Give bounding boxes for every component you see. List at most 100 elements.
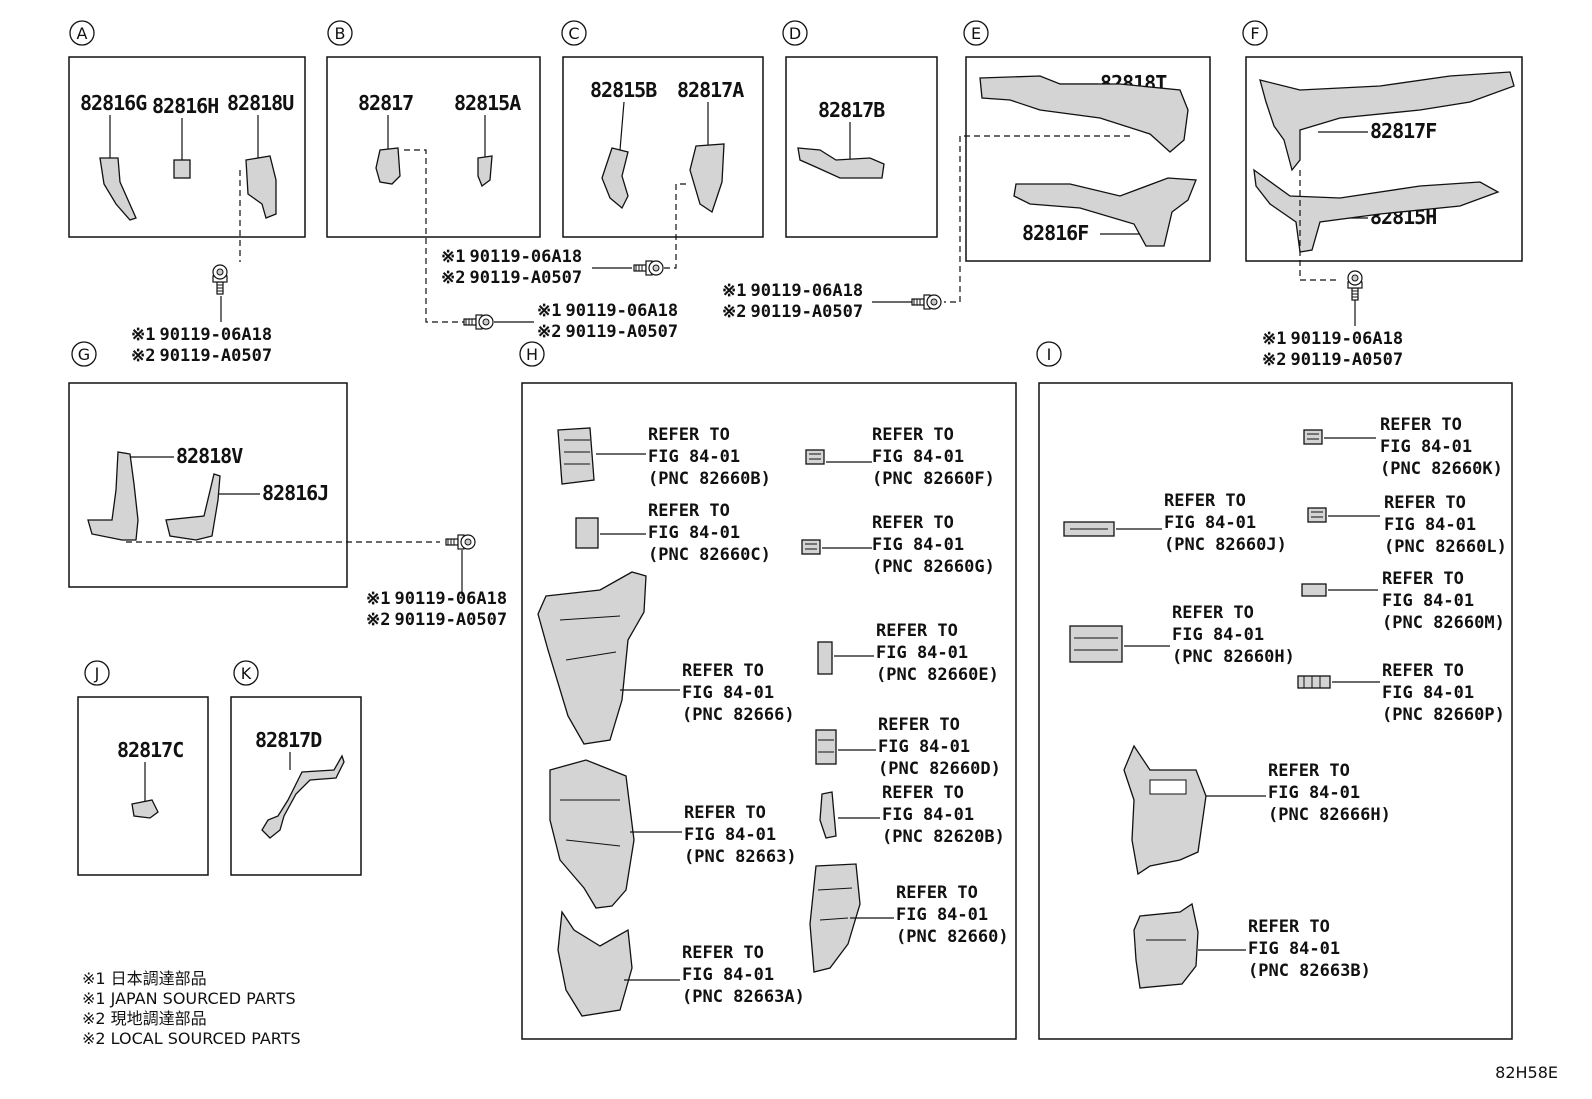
svg-text:REFER TO: REFER TO <box>896 883 978 903</box>
box-e <box>965 56 1211 262</box>
bolt-icon <box>633 260 664 276</box>
refer-82660m: REFER TO FIG 84-01 (PNC 82660M) <box>1301 569 1505 633</box>
svg-text:A: A <box>77 24 88 43</box>
svg-text:FIG 84-01: FIG 84-01 <box>1382 683 1474 703</box>
section-label-d: D <box>782 20 808 46</box>
refer-82660h: REFER TO FIG 84-01 (PNC 82660H) <box>1069 603 1295 667</box>
svg-text:REFER TO: REFER TO <box>682 943 764 963</box>
svg-text:FIG 84-01: FIG 84-01 <box>1380 437 1472 457</box>
section-label-a: A <box>69 20 95 46</box>
svg-text:REFER TO: REFER TO <box>684 803 766 823</box>
refer-82660d: REFER TO FIG 84-01 (PNC 82660D) <box>815 715 1001 779</box>
box-g <box>68 382 348 588</box>
svg-text:FIG 84-01: FIG 84-01 <box>682 683 774 703</box>
svg-text:FIG 84-01: FIG 84-01 <box>1382 591 1474 611</box>
clip-82817c <box>131 799 159 819</box>
svg-text:FIG 84-01: FIG 84-01 <box>648 447 740 467</box>
svg-text:FIG 84-01: FIG 84-01 <box>684 825 776 845</box>
box-b <box>326 56 541 238</box>
svg-text:(PNC 82660B): (PNC 82660B) <box>648 469 771 489</box>
bolt-icon <box>911 294 942 310</box>
svg-text:FIG 84-01: FIG 84-01 <box>872 535 964 555</box>
box-k <box>230 696 362 876</box>
svg-text:J: J <box>94 664 100 683</box>
refer-82660l: REFER TO FIG 84-01 (PNC 82660L) <box>1307 493 1507 557</box>
svg-text:(PNC 82620B): (PNC 82620B) <box>882 827 1005 847</box>
svg-text:(PNC 82660H): (PNC 82660H) <box>1172 647 1295 667</box>
bolt-icon <box>463 314 494 330</box>
refer-82660j: REFER TO FIG 84-01 (PNC 82660J) <box>1063 491 1287 555</box>
part-number-82816h: 82816H <box>152 94 218 118</box>
note-2-en: ※2 LOCAL SOURCED PARTS <box>82 1029 301 1048</box>
part-number-82816j: 82816J <box>262 481 328 505</box>
refer-82660k: REFER TO FIG 84-01 (PNC 82660K) <box>1303 415 1503 479</box>
svg-text:FIG 84-01: FIG 84-01 <box>1268 783 1360 803</box>
bracket-82817a <box>689 143 725 214</box>
svg-text:(PNC 82666): (PNC 82666) <box>682 705 795 725</box>
bracket-82818v <box>87 451 139 541</box>
svg-text:(PNC 82660J): (PNC 82660J) <box>1164 535 1287 555</box>
refer-82660c: REFER TO FIG 84-01 (PNC 82660C) <box>575 501 771 565</box>
bracket-82817 <box>375 147 401 185</box>
bolt-icon <box>1347 270 1363 301</box>
bolt-icon <box>445 534 476 550</box>
svg-text:F: F <box>1250 24 1259 43</box>
svg-text:(PNC 82660G): (PNC 82660G) <box>872 557 995 577</box>
svg-text:FIG 84-01: FIG 84-01 <box>872 447 964 467</box>
svg-text:REFER TO: REFER TO <box>1382 569 1464 589</box>
svg-text:REFER TO: REFER TO <box>1380 415 1462 435</box>
part-number-82816f: 82816F <box>1022 221 1088 245</box>
harness-82817d <box>261 754 345 839</box>
refer-82663b: REFER TO FIG 84-01 (PNC 82663B) <box>1133 902 1371 989</box>
refer-82660g: REFER TO FIG 84-01 (PNC 82660G) <box>801 513 995 577</box>
refer-82666: REFER TO FIG 84-01 (PNC 82666) <box>537 571 795 745</box>
part-number-82815a: 82815A <box>454 91 521 115</box>
svg-text:K: K <box>241 664 252 683</box>
svg-text:(PNC 82660C): (PNC 82660C) <box>648 545 771 565</box>
note-1-ja: ※1 日本調達部品 <box>82 969 207 988</box>
section-label-g: G <box>71 341 97 367</box>
svg-text:D: D <box>789 24 801 43</box>
box-a <box>68 56 306 238</box>
svg-text:(PNC 82660D): (PNC 82660D) <box>878 759 1001 779</box>
bracket-82815a <box>477 155 493 188</box>
refer-82660: REFER TO FIG 84-01 (PNC 82660) <box>809 863 1009 973</box>
part-number-82817: 82817 <box>358 91 413 115</box>
svg-text:REFER TO: REFER TO <box>882 783 964 803</box>
svg-text:FIG 84-01: FIG 84-01 <box>896 905 988 925</box>
part-number-82818v: 82818V <box>176 444 243 468</box>
refer-82660p: REFER TO FIG 84-01 (PNC 82660P) <box>1297 661 1505 725</box>
svg-text:REFER TO: REFER TO <box>1384 493 1466 513</box>
bracket-82815h <box>1253 168 1500 253</box>
svg-text:FIG 84-01: FIG 84-01 <box>1164 513 1256 533</box>
box-f <box>1245 56 1523 262</box>
refer-82660f: REFER TO FIG 84-01 (PNC 82660F) <box>805 425 995 489</box>
svg-text:FIG 84-01: FIG 84-01 <box>876 643 968 663</box>
bracket-82818u <box>245 155 277 219</box>
svg-text:(PNC 82666H): (PNC 82666H) <box>1268 805 1391 825</box>
svg-text:REFER TO: REFER TO <box>1268 761 1350 781</box>
section-label-f: F <box>1242 20 1268 46</box>
svg-text:REFER TO: REFER TO <box>1164 491 1246 511</box>
bracket-82816g <box>99 157 137 221</box>
part-number-82815b: 82815B <box>590 78 657 102</box>
svg-text:REFER TO: REFER TO <box>878 715 960 735</box>
part-number-82817d: 82817D <box>255 728 322 752</box>
note-2-ja: ※2 現地調達部品 <box>82 1009 207 1028</box>
bracket-82817f <box>1259 71 1515 172</box>
part-number-82817f: 82817F <box>1370 119 1436 143</box>
svg-text:FIG 84-01: FIG 84-01 <box>882 805 974 825</box>
svg-text:(PNC 82663B): (PNC 82663B) <box>1248 961 1371 981</box>
refer-82666h: REFER TO FIG 84-01 (PNC 82666H) <box>1123 744 1391 876</box>
part-number-82817a: 82817A <box>677 78 744 102</box>
svg-text:FIG 84-01: FIG 84-01 <box>648 523 740 543</box>
svg-text:(PNC 82660K): (PNC 82660K) <box>1380 459 1503 479</box>
svg-text:C: C <box>568 24 579 43</box>
